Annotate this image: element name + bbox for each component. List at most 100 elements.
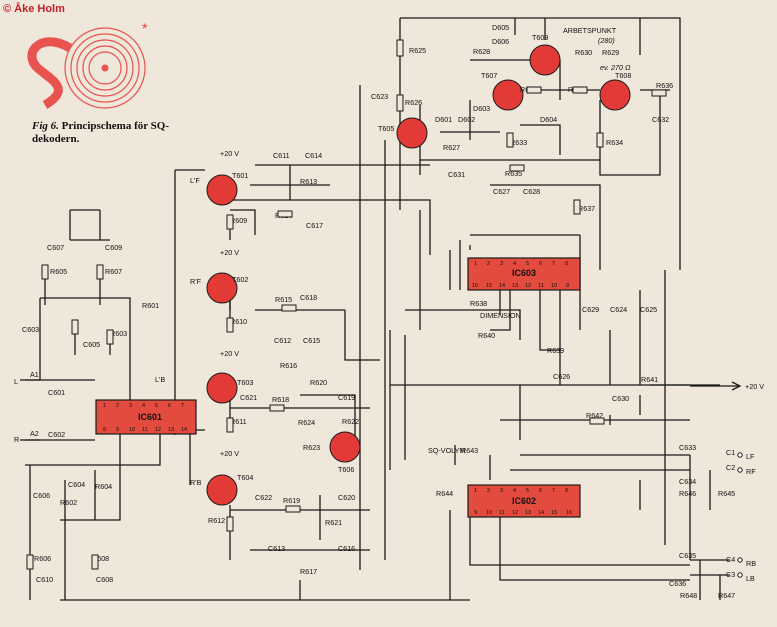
svg-text:16: 16 [566,510,572,516]
svg-text:13: 13 [525,510,531,516]
svg-text:D602: D602 [458,115,475,124]
svg-text:T604: T604 [237,473,253,482]
ic602: IC602 1 2 3 4 5 6 7 8 9 10 11 12 13 14 1… [467,484,581,518]
svg-text:C3: C3 [726,570,735,579]
supply-arrow [690,381,742,391]
svg-text:11: 11 [499,510,505,516]
svg-text:R621: R621 [325,518,342,527]
svg-text:C2: C2 [726,463,735,472]
svg-text:C607: C607 [47,243,64,252]
copyright-notice: © Åke Holm [3,3,65,15]
svg-text:R648: R648 [680,591,697,600]
input-wires [20,379,40,441]
transistor-labels: T601 T602 T603 T604 T605 T606 T607 T608 … [155,33,631,487]
svg-text:R643: R643 [461,446,478,455]
svg-text:R641: R641 [641,375,658,384]
svg-text:D604: D604 [540,115,557,124]
svg-text:C624: C624 [610,305,627,314]
svg-text:C617: C617 [306,221,323,230]
svg-text:C604: C604 [68,480,85,489]
svg-text:16: 16 [472,283,478,289]
svg-text:R610: R610 [230,317,247,326]
svg-text:2: 2 [116,403,119,409]
svg-text:R615: R615 [275,295,292,304]
svg-text:R'F: R'F [190,277,202,286]
svg-text:C619: C619 [338,393,355,402]
svg-text:8: 8 [565,488,568,494]
svg-text:C606: C606 [33,491,50,500]
svg-text:R: R [14,435,19,444]
svg-text:C620: C620 [338,493,355,502]
svg-text:D601: D601 [435,115,452,124]
svg-text:2: 2 [487,488,490,494]
transistors [206,44,631,506]
transistor-t603 [206,372,238,404]
svg-text:+20 V: +20 V [220,149,239,158]
svg-text:R617: R617 [300,567,317,576]
svg-text:C613: C613 [268,544,285,553]
svg-text:3: 3 [129,403,132,409]
svg-text:T603: T603 [237,378,253,387]
svg-text:C4: C4 [726,555,735,564]
ic603: IC603 1 2 3 4 5 6 7 8 16 15 14 13 12 11 … [467,257,581,291]
svg-text:L: L [14,377,18,386]
ic603-pin-labels: 1 2 3 4 5 6 7 8 16 15 14 13 12 11 10 9 [472,261,569,289]
svg-text:A1: A1 [30,370,39,379]
svg-text:6: 6 [539,261,542,267]
svg-text:R612: R612 [208,516,225,525]
svg-text:10: 10 [551,283,557,289]
svg-text:R640: R640 [478,331,495,340]
svg-text:4: 4 [513,488,516,494]
svg-text:4: 4 [513,261,516,267]
svg-text:7: 7 [552,261,555,267]
transistor-t607 [492,79,524,111]
ic603-label: IC603 [512,268,536,278]
svg-text:RF: RF [746,467,756,476]
capacitor-labels: C601 C602 C603 C604 C605 C606 C607 C608 … [22,92,696,588]
svg-text:R605: R605 [50,267,67,276]
svg-text:R620: R620 [310,378,327,387]
transistor-t602 [206,272,238,304]
svg-text:8: 8 [565,261,568,267]
svg-text:9: 9 [566,283,569,289]
svg-text:C632: C632 [652,115,669,124]
svg-text:C616: C616 [338,544,355,553]
svg-text:1: 1 [474,488,477,494]
svg-text:7: 7 [181,403,184,409]
svg-text:R639: R639 [547,346,564,355]
svg-text:12: 12 [155,427,161,433]
svg-text:15: 15 [551,510,557,516]
svg-text:13: 13 [168,427,174,433]
svg-text:C627: C627 [493,187,510,196]
svg-text:R634: R634 [606,138,623,147]
svg-text:11: 11 [538,283,544,289]
inputs: L A1 R A2 [14,370,39,444]
svg-text:10: 10 [129,427,135,433]
svg-text:R608: R608 [92,554,109,563]
svg-text:R611: R611 [230,417,247,426]
svg-text:5: 5 [526,261,529,267]
svg-text:D603: D603 [473,104,490,113]
svg-text:ev. 270 Ω: ev. 270 Ω [600,63,631,72]
svg-text:T601: T601 [232,171,248,180]
svg-text:11: 11 [142,427,148,433]
svg-text:ARBETSPUNKT: ARBETSPUNKT [563,26,617,35]
svg-text:6: 6 [539,488,542,494]
caption-figure-number: Fig 6. [32,120,59,132]
svg-text:14: 14 [181,427,187,433]
svg-text:+20 V: +20 V [220,349,239,358]
svg-text:R622: R622 [342,417,359,426]
svg-text:R625: R625 [409,46,426,55]
svg-text:3: 3 [500,261,503,267]
svg-text:C634: C634 [679,477,696,486]
wiring [25,17,730,601]
svg-text:R604: R604 [95,482,112,491]
svg-text:C628: C628 [523,187,540,196]
svg-text:C630: C630 [612,394,629,403]
svg-text:7: 7 [552,488,555,494]
svg-text:C618: C618 [300,293,317,302]
svg-text:R624: R624 [298,418,315,427]
supply-labels: +20 V +20 V +20 V +20 V +20 V [220,149,764,458]
transistor-t601 [206,174,238,206]
